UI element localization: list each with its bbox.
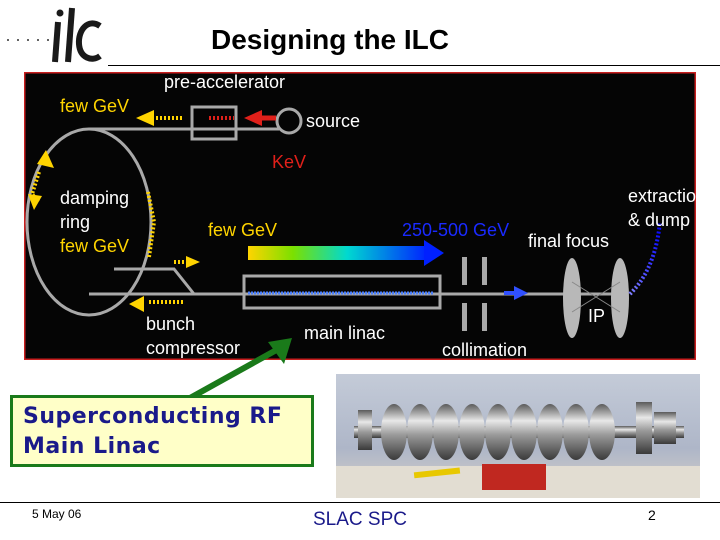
main-linac-beam	[248, 246, 428, 260]
main-linac-tube	[242, 274, 442, 310]
page-title: Designing the ILC	[211, 24, 449, 55]
label-ip: IP	[588, 306, 605, 326]
label-final-focus: final focus	[528, 231, 609, 251]
label-kev: KeV	[272, 152, 306, 172]
footer-divider	[0, 502, 720, 503]
label-few-gev-ring: few GeV	[60, 236, 129, 256]
cavity-cell	[381, 404, 615, 460]
label-dump: & dump	[628, 210, 690, 230]
label-ring: ring	[60, 212, 90, 232]
label-collimation: collimation	[442, 340, 527, 360]
diagram-background	[24, 72, 696, 360]
footer-date: 5 May 06	[32, 507, 82, 521]
source-circle	[275, 107, 303, 135]
label-energy-range: 250-500 GeV	[402, 220, 509, 240]
callout-pointer-arrow	[188, 338, 292, 401]
ilc-logo: ilc	[7, 7, 102, 63]
label-extraction: extraction	[628, 186, 696, 206]
ip-crossing	[571, 281, 621, 313]
label-few-gev-mid: few GeV	[208, 220, 277, 240]
ilc-layout-diagram: pre-accelerator few GeV source KeV dampi…	[24, 72, 696, 360]
label-main-linac: main linac	[304, 323, 385, 343]
rf-cavity-photo	[336, 374, 700, 498]
label-bunch: bunch	[146, 314, 195, 334]
final-focus-lens	[563, 258, 629, 338]
label-pre-accelerator: pre-accelerator	[164, 72, 285, 92]
label-damping: damping	[60, 188, 129, 208]
footer-organization: SLAC SPC	[313, 509, 407, 530]
title-divider	[108, 65, 720, 66]
label-compressor: compressor	[146, 338, 240, 358]
page-number: 2	[648, 507, 656, 523]
callout-line-2: Main Linac	[23, 434, 161, 459]
label-few-gev-top: few GeV	[60, 96, 129, 116]
callout-line-1: Superconducting RF	[23, 404, 283, 429]
callout-box: Superconducting RF Main Linac	[10, 395, 314, 467]
collimator	[462, 257, 487, 331]
pre-accelerator-box	[190, 105, 238, 141]
label-source: source	[306, 111, 360, 131]
